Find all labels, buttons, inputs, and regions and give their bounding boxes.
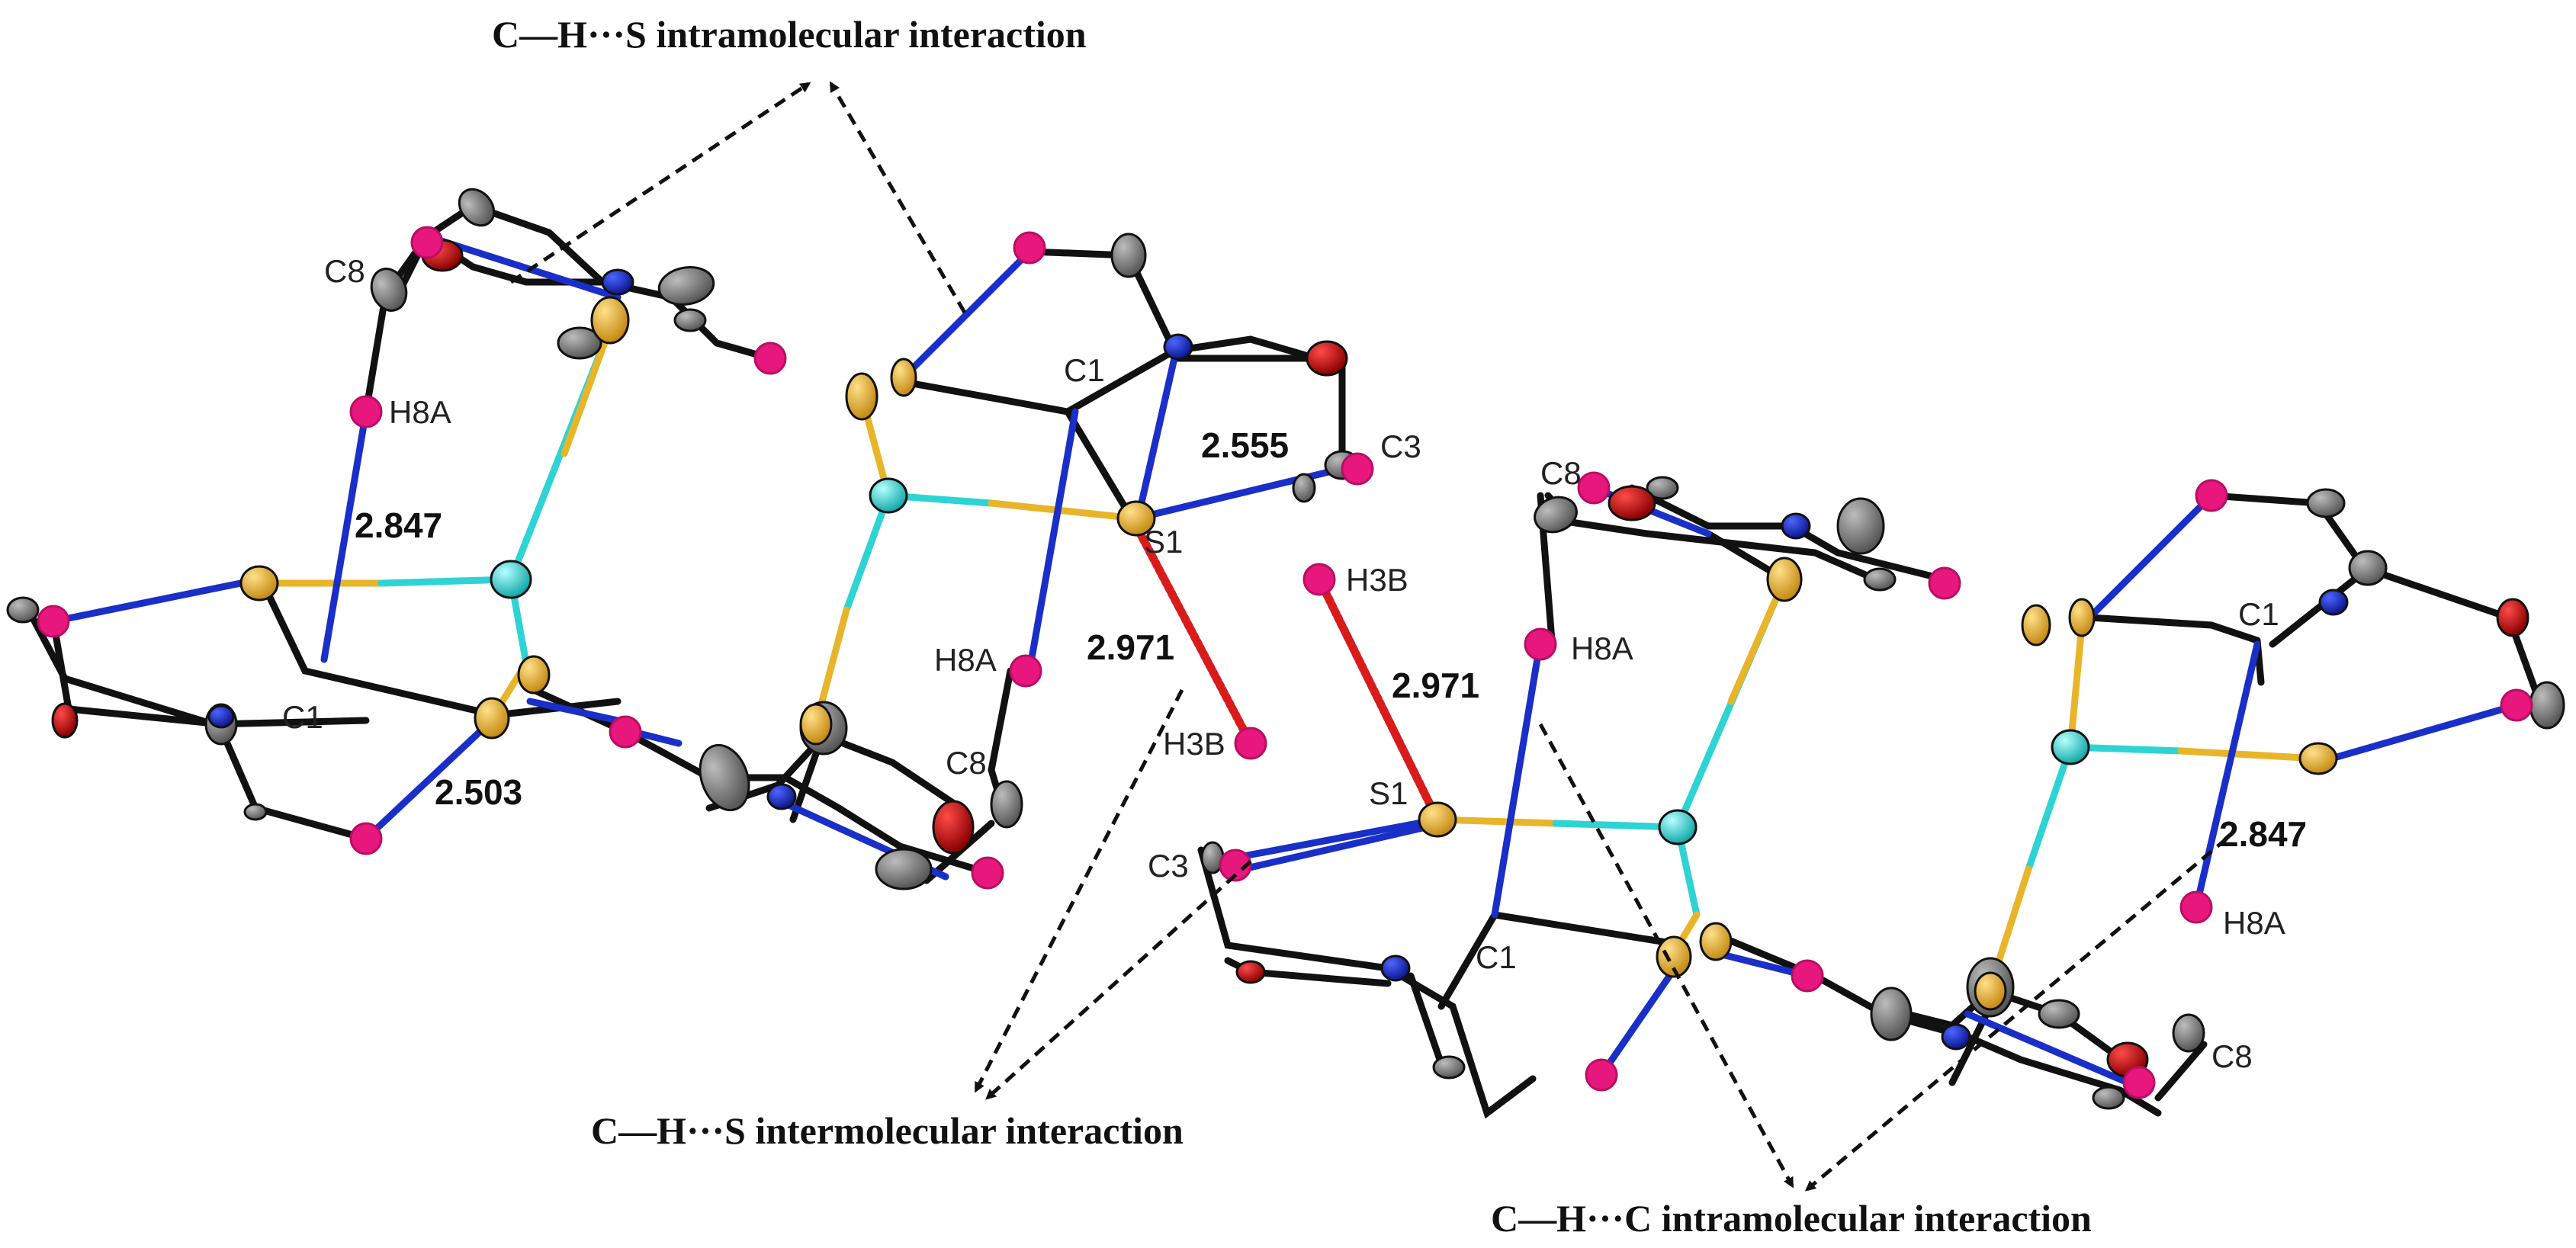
distance-label: 2.847: [355, 505, 442, 545]
nitrogen-atoms: [207, 268, 2349, 1051]
hydrogen-atoms: [37, 226, 2533, 1099]
caption-intramolecular-c: C—H···C intramolecular interaction: [1491, 1197, 2092, 1240]
caption-intramolecular-s: C—H···S intramolecular interaction: [492, 13, 1087, 56]
distance-label: 2.555: [1201, 425, 1289, 465]
distance-label: 2.971: [1392, 666, 1479, 705]
atom-label-c8: C8: [2211, 1038, 2253, 1074]
atom-label-h8a: H8A: [389, 394, 451, 430]
atom-label-s1: S1: [1369, 775, 1408, 811]
atom-label-c1: C1: [1064, 352, 1105, 388]
atom-label-c8: C8: [324, 253, 365, 289]
atom-label-c3: C3: [1380, 428, 1421, 464]
atom-label-c1: C1: [282, 699, 323, 735]
hydrogen-contacts-blue: [320, 408, 2261, 919]
oxygen-atoms: [51, 239, 2529, 1078]
atom-labels: C8 H8A C1 C1 C3 S1 H3B H8A C8 H3B C3 S1 …: [282, 253, 2285, 1074]
atom-label-h8a: H8A: [2223, 905, 2285, 941]
atom-label-h3b: H3B: [1163, 726, 1225, 762]
distance-label: 2.847: [2219, 814, 2307, 854]
atom-label-c8: C8: [946, 745, 987, 781]
atom-label-c3: C3: [1148, 848, 1189, 884]
hydrogen-contacts-red: [1132, 521, 1442, 824]
atom-label-c1: C1: [1476, 939, 1517, 975]
covalent-bonds: [27, 202, 2543, 1119]
carbon-atoms: [6, 188, 2565, 1110]
atom-label-c1: C1: [2238, 596, 2279, 632]
distance-label: 2.971: [1087, 627, 1174, 667]
atom-label-h8a: H8A: [1571, 630, 1633, 666]
atom-label-h8a: H8A: [934, 642, 997, 678]
distance-labels: 2.847 2.503 2.555 2.971 2.971 2.847: [355, 425, 2307, 854]
atom-label-c8: C8: [1540, 455, 1582, 491]
sulfur-atoms: [239, 296, 2338, 1011]
caption-intermolecular-s: C—H···S intermolecular interaction: [591, 1109, 1184, 1152]
annotation-arrows: [509, 81, 2228, 1192]
distance-label: 2.503: [435, 772, 522, 812]
metal-sulfur-bonds: [255, 324, 2322, 991]
atom-label-h3b: H3B: [1346, 562, 1408, 598]
metal-atoms: [490, 477, 2090, 845]
atom-label-s1: S1: [1144, 524, 1183, 560]
